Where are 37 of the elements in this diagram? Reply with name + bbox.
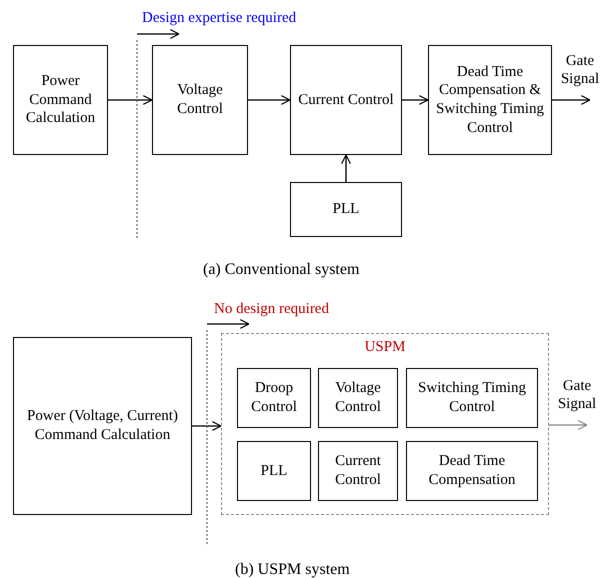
process-box xyxy=(290,45,402,155)
process-box xyxy=(290,182,402,237)
arrow xyxy=(552,94,591,106)
box-label: Voltage Control xyxy=(334,379,382,417)
process-box xyxy=(318,441,398,501)
arrow xyxy=(549,420,588,430)
process-box xyxy=(13,45,108,155)
figure-caption: (b) USPM system xyxy=(235,560,350,578)
process-box xyxy=(152,45,248,155)
box-label: PLL xyxy=(260,462,288,480)
arrow xyxy=(248,94,291,106)
process-box xyxy=(13,337,192,515)
dashed-group-box xyxy=(221,333,549,515)
box-label: Power Command Calculation xyxy=(24,72,96,128)
process-box xyxy=(318,368,398,428)
annotation-text: No design required xyxy=(214,300,329,318)
process-box xyxy=(428,45,552,155)
box-label: Switching Timing Control xyxy=(417,379,527,417)
process-box xyxy=(237,441,311,501)
box-label: Current Control xyxy=(298,90,394,110)
process-box xyxy=(237,368,311,428)
figure-caption: (a) Conventional system xyxy=(203,260,360,280)
box-label: Dead Time Compensation xyxy=(428,452,516,490)
box-label: PLL xyxy=(332,200,360,219)
arrow xyxy=(402,94,429,106)
group-title: USPM xyxy=(364,338,406,357)
arrow xyxy=(108,94,153,106)
annotation-text: Design expertise required xyxy=(142,9,296,27)
box-label: Voltage Control xyxy=(176,81,224,119)
box-label: Dead Time Compensation & Switching Timing Control xyxy=(435,62,545,138)
process-box xyxy=(406,368,538,428)
process-box xyxy=(406,441,538,501)
box-label: Current Control xyxy=(334,452,382,490)
box-label: Droop Control xyxy=(250,379,298,417)
box-label: Power (Voltage, Current) Command Calculation xyxy=(26,407,179,445)
arrow xyxy=(340,154,352,182)
arrow xyxy=(192,420,222,432)
